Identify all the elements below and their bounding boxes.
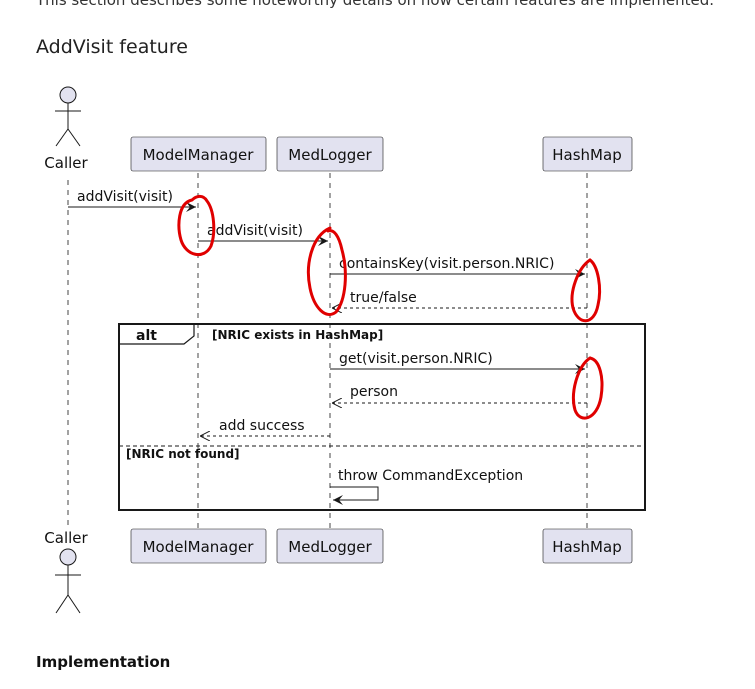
message-label-6: person	[350, 384, 398, 400]
actor-caller-top	[55, 86, 81, 147]
participant-model-manager-top-label: ModelManager	[143, 146, 255, 164]
lifelines	[67, 173, 588, 528]
message-label-5: get(visit.person.NRIC)	[339, 351, 493, 367]
participant-hash-map-bottom	[542, 528, 633, 564]
participant-med-logger-top	[276, 136, 384, 172]
red-annotations	[177, 194, 604, 420]
annotation-circle-3	[570, 258, 602, 323]
participant-med-logger-top-label: MedLogger	[288, 146, 372, 164]
participant-model-manager-bottom	[130, 528, 267, 564]
message-label-3: containsKey(visit.person.NRIC)	[339, 256, 554, 272]
annotation-circle-2	[306, 226, 347, 316]
message-label-4: true/false	[350, 290, 417, 306]
participant-hash-map-top	[542, 136, 633, 172]
message-label-1: addVisit(visit)	[77, 189, 173, 205]
participant-hash-map-top-label: HashMap	[552, 146, 621, 164]
intro-text: This section describes some noteworthy d…	[36, 0, 715, 9]
actor-head	[59, 86, 77, 104]
implementation-heading: Implementation	[36, 653, 171, 671]
section-title: AddVisit feature	[36, 36, 188, 58]
alt-fragment-operator: alt	[136, 328, 157, 344]
message-label-7: add success	[219, 418, 305, 434]
participant-hash-map-bottom-label: HashMap	[552, 538, 621, 556]
message-arrow-8	[330, 486, 379, 505]
participant-model-manager-bottom-label: ModelManager	[143, 538, 255, 556]
alt-guard-2: [NRIC not found]	[126, 447, 240, 461]
annotation-circle-4	[572, 356, 604, 420]
alt-fragment	[118, 323, 646, 511]
actor-caller-bottom	[55, 548, 81, 614]
participant-med-logger-bottom	[276, 528, 384, 564]
alt-fragment-tab	[118, 323, 195, 345]
message-label-2: addVisit(visit)	[207, 223, 303, 239]
message-label-8: throw CommandException	[338, 468, 523, 484]
annotation-circle-1	[177, 194, 216, 256]
actor-head	[59, 548, 77, 566]
actor-caller-top-label: Caller	[44, 154, 88, 172]
participant-model-manager-top	[130, 136, 267, 172]
actor-caller-bottom-label: Caller	[44, 529, 88, 547]
participant-med-logger-bottom-label: MedLogger	[288, 538, 372, 556]
alt-guard-1: [NRIC exists in HashMap]	[212, 328, 383, 342]
